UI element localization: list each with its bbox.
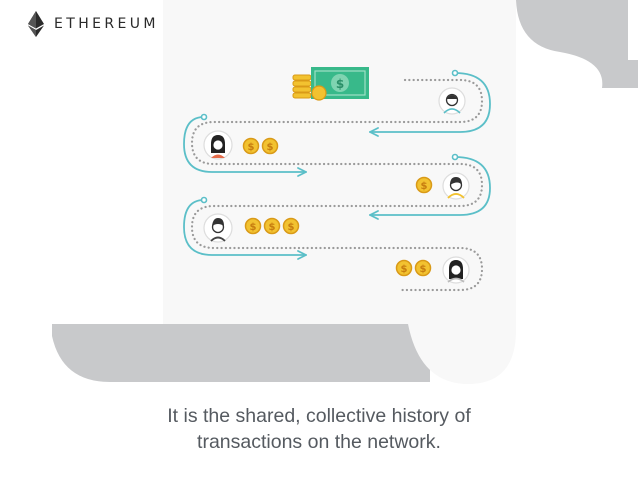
paper-shadow-right [516, 0, 638, 88]
coin-icon: $ [414, 259, 432, 277]
coins-row-4: $ $ [395, 259, 432, 277]
svg-text:$: $ [401, 264, 408, 275]
coins-row-2: $ [415, 176, 433, 194]
coin-icon: $ [244, 217, 262, 235]
paper-edge-right [628, 0, 638, 60]
svg-text:$: $ [336, 77, 344, 91]
coin-icon: $ [261, 137, 279, 155]
coin-icon: $ [242, 137, 260, 155]
svg-text:$: $ [421, 181, 428, 192]
coin-icon: $ [395, 259, 413, 277]
avatar-woman-left [203, 130, 233, 160]
svg-text:$: $ [267, 142, 274, 153]
coins-row-3: $ $ $ [244, 217, 300, 235]
ethereum-diamond-icon [28, 11, 44, 37]
avatar-man-top [438, 87, 466, 115]
coin-icon: $ [263, 217, 281, 235]
avatar-man-left [203, 213, 233, 243]
svg-text:$: $ [248, 142, 255, 153]
svg-text:$: $ [250, 222, 257, 233]
brand-name: ETHEREUM [54, 16, 159, 32]
caption-line-2: transactions on the network. [197, 431, 441, 453]
flow-line-endpoints [200, 69, 459, 204]
avatar-woman-middle [442, 172, 470, 200]
svg-text:$: $ [269, 222, 276, 233]
money-stack-icon: $ [292, 67, 369, 101]
svg-text:$: $ [420, 264, 427, 275]
avatar-woman-bottom [442, 256, 470, 284]
coin-icon: $ [282, 217, 300, 235]
coin-icon: $ [415, 176, 433, 194]
paper-sheet [163, 0, 516, 384]
coins-row-1: $ $ [242, 137, 279, 155]
slide-caption: It is the shared, collective history of … [0, 403, 638, 455]
paper-shadow-bottom [52, 324, 430, 382]
teal-flow-lines [183, 72, 491, 260]
brand-header: ETHEREUM [28, 11, 159, 37]
caption-line-1: It is the shared, collective history of [167, 405, 471, 427]
svg-text:$: $ [288, 222, 295, 233]
